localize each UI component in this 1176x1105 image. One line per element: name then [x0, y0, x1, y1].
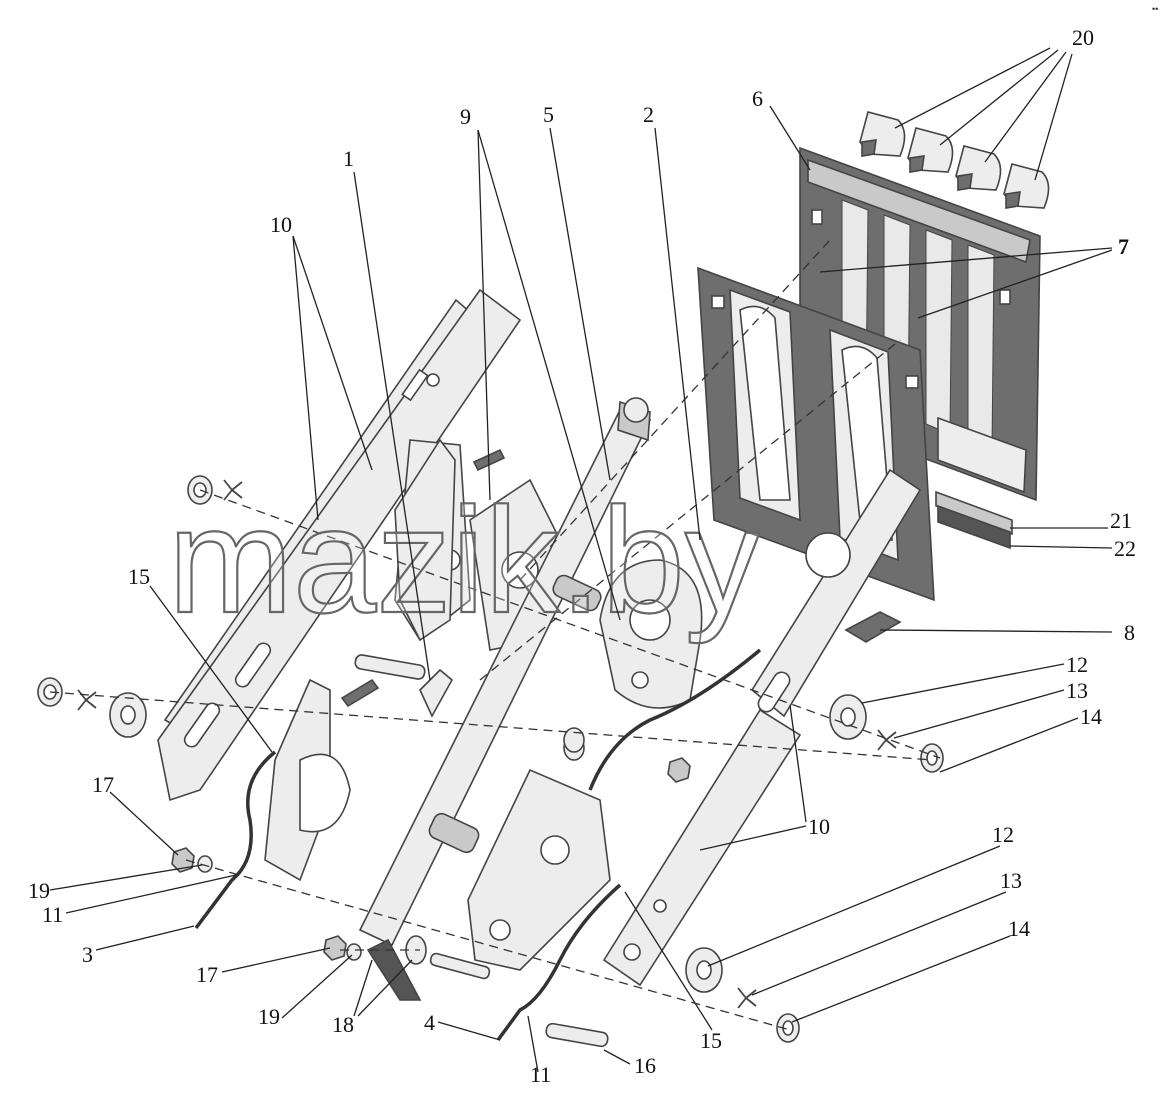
- callout-1: 1: [343, 146, 354, 171]
- callout-14-upper: 14: [1080, 704, 1102, 729]
- nuts: [171, 727, 691, 961]
- callout-15-left: 15: [128, 564, 150, 589]
- lock-washers: [77, 479, 897, 1009]
- callout-15-right: 15: [700, 1028, 722, 1053]
- callout-22: 22: [1114, 536, 1136, 561]
- callout-6: 6: [752, 86, 763, 111]
- callout-17-upper: 17: [92, 772, 114, 797]
- callout-12-upper: 12: [1066, 652, 1088, 677]
- corner-mark: ••: [1152, 4, 1158, 14]
- watermark: mazik.by: [168, 476, 760, 644]
- callout-10-upper: 10: [270, 212, 292, 237]
- callout-8: 8: [1124, 620, 1135, 645]
- callout-17-lower: 17: [196, 962, 218, 987]
- callout-18: 18: [332, 1012, 354, 1037]
- callout-4: 4: [424, 1010, 435, 1035]
- callout-13-upper: 13: [1066, 678, 1088, 703]
- callout-5: 5: [543, 102, 554, 127]
- callout-20: 20: [1072, 25, 1094, 50]
- callout-11-left: 11: [42, 902, 63, 927]
- shafts: [354, 574, 609, 1048]
- callout-12-lower: 12: [992, 822, 1014, 847]
- callout-19-upper: 19: [28, 878, 50, 903]
- callout-14-lower: 14: [1008, 916, 1030, 941]
- callout-9: 9: [460, 104, 471, 129]
- center-bracket: [467, 768, 611, 971]
- part-8-block: [844, 611, 902, 643]
- callout-7: 7: [1118, 234, 1129, 259]
- part-10-right-plate: [602, 468, 922, 987]
- callout-2: 2: [643, 102, 654, 127]
- callout-labels: 20 6 2 5 9 1 10 7 21 22 15 8 12 13 14 17…: [28, 25, 1136, 1087]
- springs: [194, 648, 762, 1042]
- callout-19-lower: 19: [258, 1004, 280, 1029]
- callout-10-lower: 10: [808, 814, 830, 839]
- left-lever: [264, 438, 456, 882]
- assembly-axes: [49, 239, 941, 1031]
- callout-21: 21: [1110, 508, 1132, 533]
- part-20-blocks: [859, 111, 1050, 209]
- callout-11-bottom: 11: [530, 1062, 551, 1087]
- part-9-right-plate: [599, 559, 703, 709]
- callout-16: 16: [634, 1053, 656, 1078]
- callout-13-lower: 13: [1000, 868, 1022, 893]
- callout-3: 3: [82, 942, 93, 967]
- leader-lines: [49, 47, 1113, 1073]
- part-5-vertical-bar: [358, 397, 652, 947]
- part-21-22-plates: [935, 490, 1013, 550]
